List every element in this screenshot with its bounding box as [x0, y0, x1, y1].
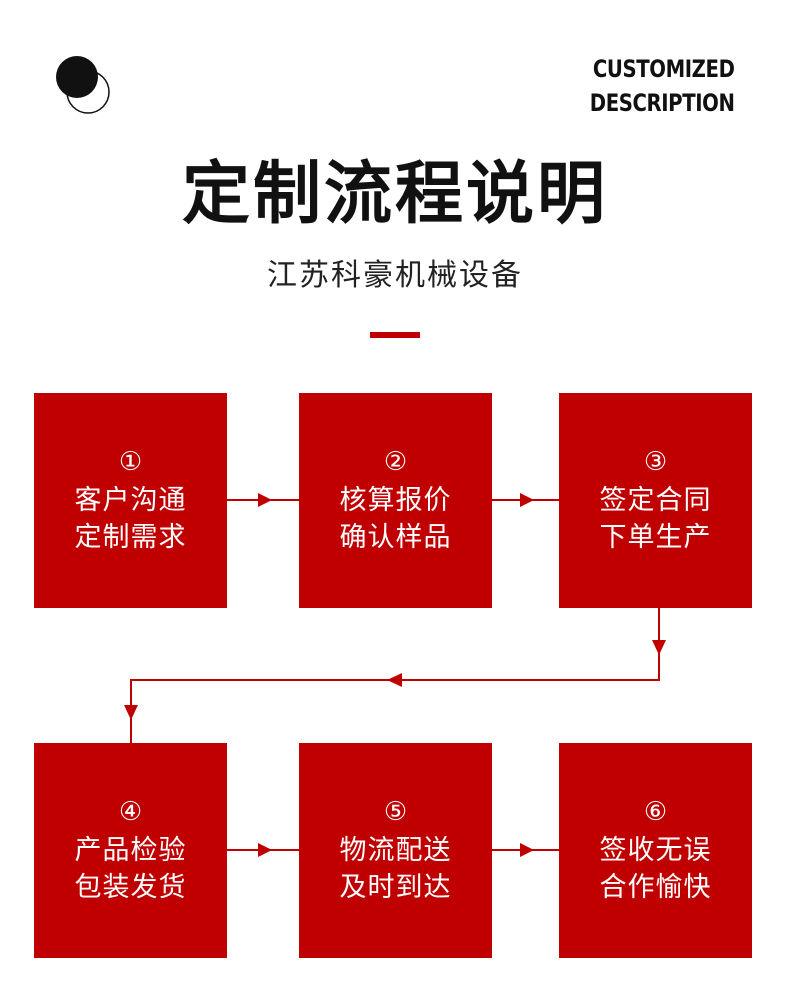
step-number: ③	[643, 446, 668, 477]
step-box-4: ④ 产品检验 包装发货	[34, 743, 227, 958]
step-label-line1: 物流配送	[339, 834, 452, 866]
arrow-5-6-icon	[520, 843, 534, 857]
step-label-line2: 及时到达	[339, 871, 452, 903]
step-number: ⑤	[383, 796, 408, 827]
step-box-6: ⑥ 签收无误 合作愉快	[559, 743, 752, 958]
step-label-line1: 客户沟通	[74, 484, 187, 516]
step-number: ②	[383, 446, 408, 477]
arrow-4-5-icon	[258, 843, 272, 857]
step-label-line1: 核算报价	[339, 484, 452, 516]
step-box-1: ① 客户沟通 定制需求	[34, 393, 227, 608]
step-number: ⑥	[643, 796, 668, 827]
connector-3-4	[130, 608, 660, 743]
step-label-line1: 产品检验	[74, 834, 187, 866]
step-label-line1: 签定合同	[599, 484, 712, 516]
step-box-3: ③ 签定合同 下单生产	[559, 393, 752, 608]
arrow-3-down-icon	[652, 640, 666, 655]
logo-circles-icon	[56, 56, 110, 114]
step-label-line2: 下单生产	[599, 521, 712, 553]
title-divider	[370, 332, 420, 338]
english-heading: CUSTOMIZED DESCRIPTION	[590, 52, 735, 120]
step-box-5: ⑤ 物流配送 及时到达	[299, 743, 492, 958]
english-heading-line2: DESCRIPTION	[590, 89, 735, 117]
arrow-2-3-icon	[520, 493, 534, 507]
company-subtitle: 江苏科豪机械设备	[267, 258, 523, 293]
page-title: 定制流程说明	[181, 155, 608, 234]
step-number: ④	[118, 796, 143, 827]
step-label-line1: 签收无误	[599, 834, 712, 866]
step-label-line2: 确认样品	[339, 521, 452, 553]
arrow-4-down-icon	[124, 705, 138, 720]
step-label-line2: 定制需求	[74, 521, 187, 553]
step-label-line2: 包装发货	[74, 871, 187, 903]
arrow-left-icon	[387, 673, 402, 687]
english-heading-line1: CUSTOMIZED	[593, 55, 735, 83]
step-box-2: ② 核算报价 确认样品	[299, 393, 492, 608]
arrow-1-2-icon	[258, 493, 272, 507]
step-label-line2: 合作愉快	[599, 871, 712, 903]
step-number: ①	[118, 446, 143, 477]
